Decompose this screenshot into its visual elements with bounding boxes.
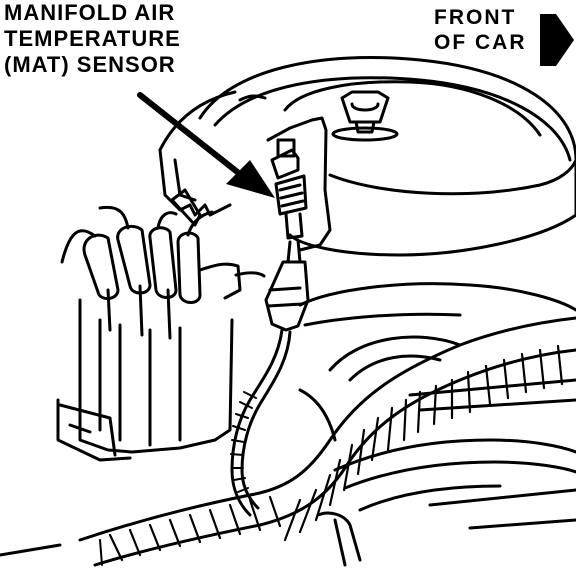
mat-sensor — [264, 116, 332, 332]
front-label-line: OF CAR — [434, 30, 527, 54]
sensor-label-line: (MAT) SENSOR — [4, 51, 176, 77]
distributor — [56, 205, 266, 462]
front-of-car-label: FRONT OF CAR — [434, 6, 527, 56]
sensor-label-line: TEMPERATURE — [4, 25, 181, 51]
engine-lower — [0, 378, 576, 567]
manifold-body — [158, 90, 576, 442]
sensor-harness — [230, 328, 292, 517]
main-harness — [78, 316, 576, 567]
arrow-right-icon — [540, 14, 574, 66]
air-cleaner — [198, 56, 576, 257]
sensor-label: MANIFOLD AIR TEMPERATURE (MAT) SENSOR — [4, 0, 181, 78]
arrow-pointer-icon — [137, 92, 275, 198]
wing-nut — [331, 90, 399, 142]
sensor-label-line: MANIFOLD AIR — [4, 0, 176, 25]
front-label-line: FRONT — [434, 6, 517, 29]
